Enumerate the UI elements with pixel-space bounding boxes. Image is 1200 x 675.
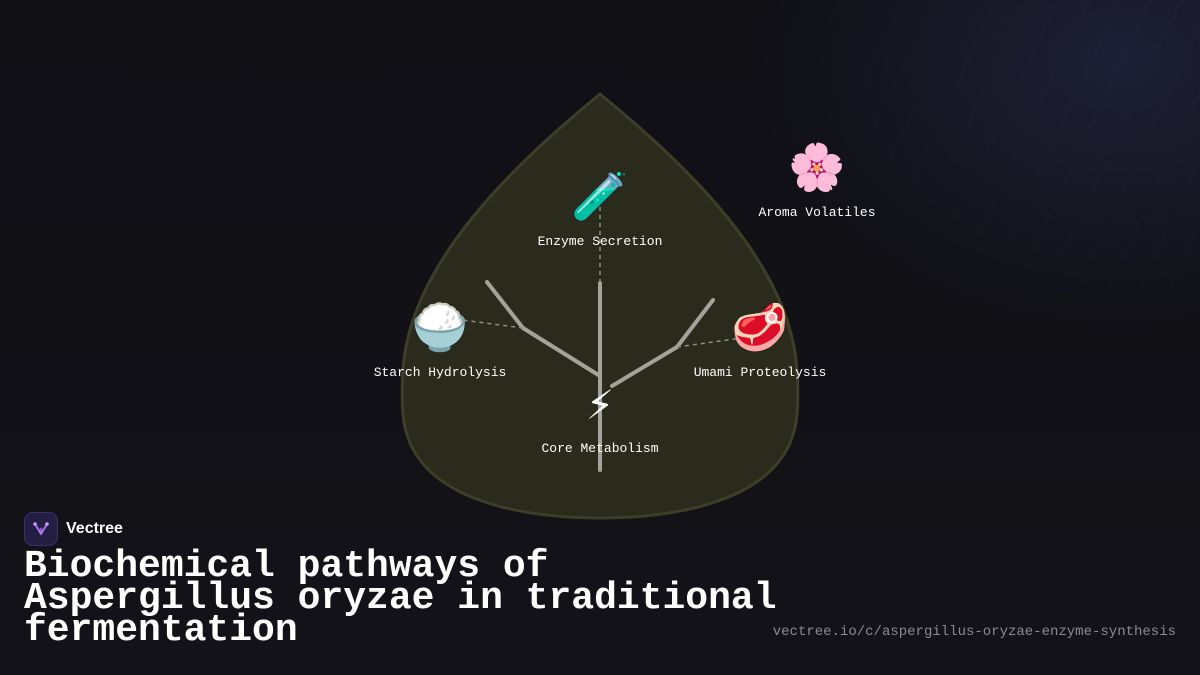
source-url: vectree.io/c/aspergillus-oryzae-enzyme-s… bbox=[772, 624, 1176, 640]
right-vein-tip bbox=[675, 298, 715, 349]
node-label: Core Metabolism bbox=[541, 441, 659, 456]
page-title: Biochemical pathways of Aspergillus oryz… bbox=[24, 545, 777, 652]
node-core-metabolism: ⚡ Core Metabolism bbox=[541, 381, 658, 456]
brand: Vectree bbox=[24, 512, 123, 546]
vectree-logo-icon bbox=[24, 512, 58, 546]
rice-bowl-icon: 🍚 bbox=[411, 305, 469, 357]
connector-starch bbox=[461, 319, 524, 329]
node-label: Enzyme Secretion bbox=[537, 234, 663, 249]
leaf-veins bbox=[485, 280, 715, 472]
dashed-connectors bbox=[461, 205, 743, 348]
node-enzyme-secretion: 🧪 Enzyme Secretion bbox=[538, 174, 663, 249]
node-label: Aroma Volatiles bbox=[758, 205, 876, 220]
test-tube-icon: 🧪 bbox=[571, 174, 629, 226]
node-aroma-volatiles: 🌸 Aroma Volatiles bbox=[758, 145, 875, 220]
right-vein bbox=[610, 345, 679, 388]
meat-icon: 🥩 bbox=[731, 305, 789, 357]
cherry-blossom-icon: 🌸 bbox=[788, 145, 846, 197]
left-vein bbox=[521, 326, 602, 378]
connector-umami bbox=[676, 337, 743, 348]
node-label: Starch Hydrolysis bbox=[373, 365, 507, 380]
node-starch-hydrolysis: 🍚 Starch Hydrolysis bbox=[374, 305, 507, 380]
brand-name: Vectree bbox=[66, 520, 123, 537]
node-umami-proteolysis: 🥩 Umami Proteolysis bbox=[694, 305, 827, 380]
left-vein-tip bbox=[485, 280, 525, 330]
lightning-icon: ⚡ bbox=[586, 381, 614, 433]
node-label: Umami Proteolysis bbox=[693, 365, 827, 380]
